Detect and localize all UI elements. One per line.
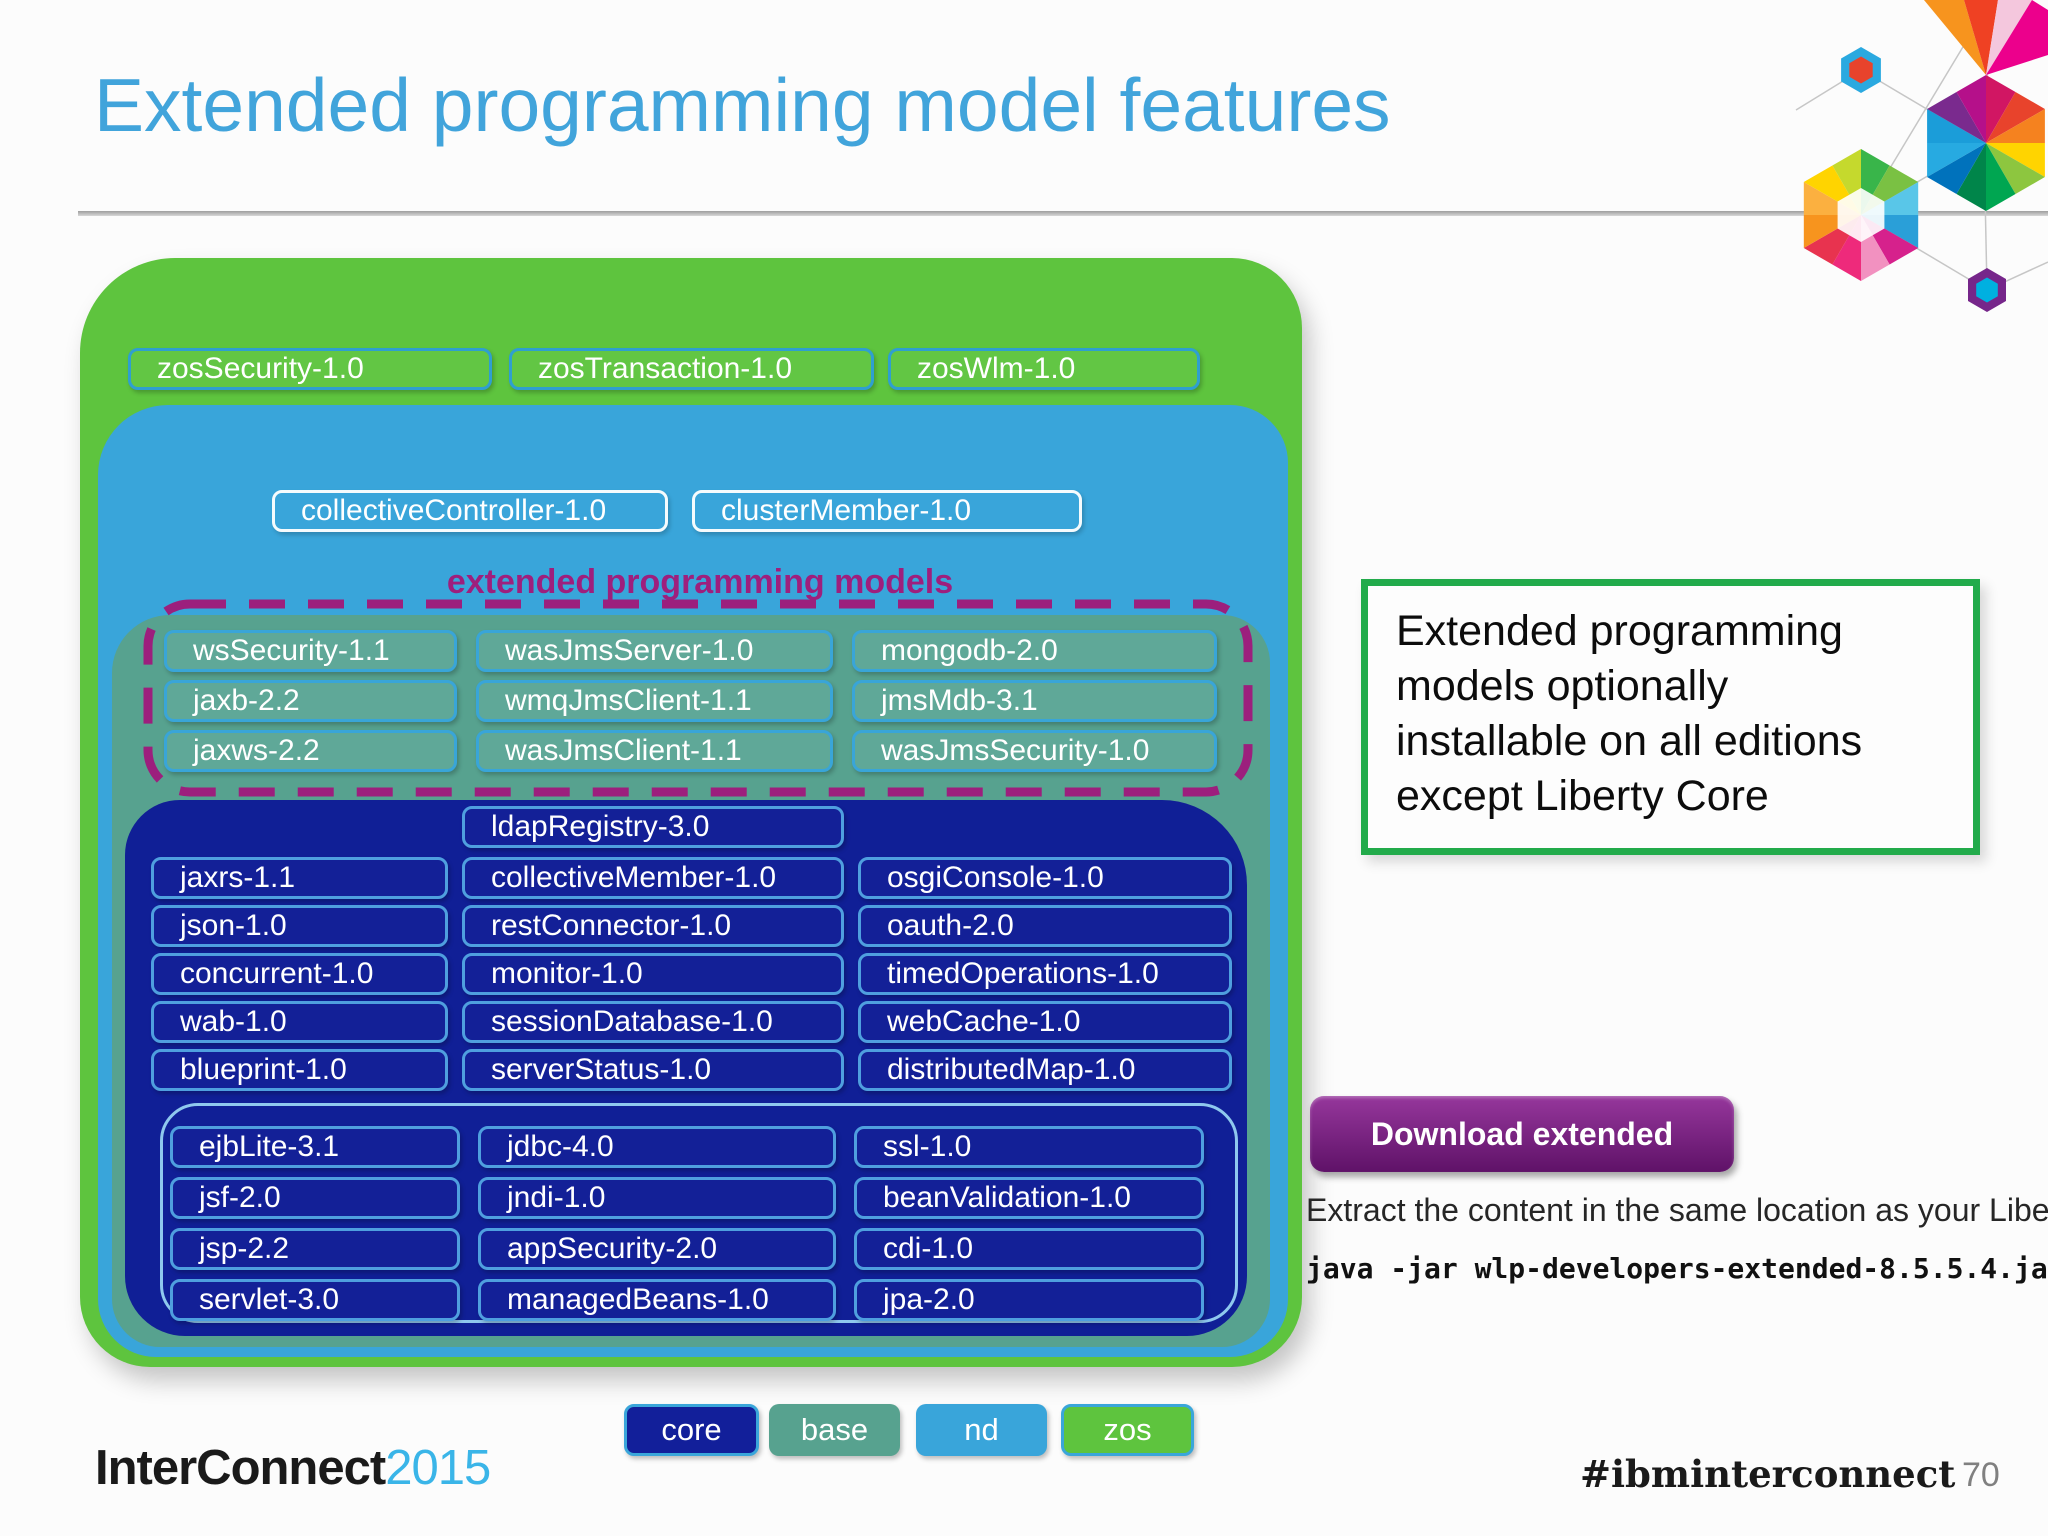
- feature-pill: jpa-2.0: [854, 1279, 1204, 1321]
- feature-pill: jmsMdb-3.1: [852, 680, 1217, 722]
- feature-pill: jsp-2.2: [170, 1228, 460, 1270]
- feature-pill: oauth-2.0: [858, 905, 1232, 947]
- core-edition-box: [160, 1103, 1238, 1323]
- feature-pill: wmqJmsClient-1.1: [476, 680, 833, 722]
- base-features-grid: jaxrs-1.1 collectiveMember-1.0 osgiConso…: [151, 857, 1232, 1091]
- feature-pill: osgiConsole-1.0: [858, 857, 1232, 899]
- feature-pill: restConnector-1.0: [462, 905, 844, 947]
- feature-pill: ssl-1.0: [854, 1126, 1204, 1168]
- event-logo-graphic: [1795, 0, 2048, 312]
- feature-pill: concurrent-1.0: [151, 953, 448, 995]
- feature-pill: zosTransaction-1.0: [509, 348, 874, 390]
- feature-pill: wasJmsSecurity-1.0: [852, 730, 1217, 772]
- feature-pill: jndi-1.0: [478, 1177, 836, 1219]
- legend-zos: zos: [1061, 1404, 1194, 1456]
- interconnect-logo: InterConnect2015: [95, 1440, 491, 1496]
- feature-pill: wasJmsServer-1.0: [476, 630, 833, 672]
- page-number: 70: [1962, 1456, 2000, 1494]
- brand-name: InterConnect: [95, 1441, 386, 1495]
- java-command-text: java -jar wlp-developers-extended-8.5.5.…: [1306, 1252, 2048, 1285]
- core-features-grid: ejbLite-3.1 jdbc-4.0 ssl-1.0 jsf-2.0 jnd…: [170, 1126, 1204, 1321]
- extended-models-label: extended programming models: [446, 563, 954, 601]
- brand-year: 2015: [385, 1441, 491, 1495]
- feature-pill: webCache-1.0: [858, 1001, 1232, 1043]
- feature-pill: jaxws-2.2: [164, 730, 457, 772]
- feature-pill: jdbc-4.0: [478, 1126, 836, 1168]
- extended-models-callout: Extended programming models optionally i…: [1361, 579, 1980, 855]
- feature-pill: appSecurity-2.0: [478, 1228, 836, 1270]
- event-hashtag: #ibminterconnect: [1580, 1452, 1956, 1496]
- page-title: Extended programming model features: [94, 63, 1391, 147]
- feature-pill: collectiveMember-1.0: [462, 857, 844, 899]
- feature-pill: serverStatus-1.0: [462, 1049, 844, 1091]
- download-extended-button[interactable]: Download extended: [1310, 1096, 1734, 1172]
- feature-pill: timedOperations-1.0: [858, 953, 1232, 995]
- feature-pill: clusterMember-1.0: [692, 490, 1082, 532]
- feature-pill: collectiveController-1.0: [272, 490, 668, 532]
- feature-pill: jaxb-2.2: [164, 680, 457, 722]
- title-underline: [78, 211, 2048, 216]
- extended-models-dashed-outline: [143, 599, 1253, 797]
- legend-core: core: [624, 1404, 759, 1456]
- feature-pill: wasJmsClient-1.1: [476, 730, 833, 772]
- feature-pill: mongodb-2.0: [852, 630, 1217, 672]
- feature-pill: zosSecurity-1.0: [128, 348, 492, 390]
- feature-pill: ejbLite-3.1: [170, 1126, 460, 1168]
- extract-instruction-text: Extract the content in the same location…: [1306, 1192, 2048, 1228]
- feature-pill: monitor-1.0: [462, 953, 844, 995]
- feature-pill: cdi-1.0: [854, 1228, 1204, 1270]
- feature-pill: ldapRegistry-3.0: [462, 806, 844, 848]
- feature-pill: json-1.0: [151, 905, 448, 947]
- feature-pill: wab-1.0: [151, 1001, 448, 1043]
- feature-pill: jaxrs-1.1: [151, 857, 448, 899]
- feature-pill: beanValidation-1.0: [854, 1177, 1204, 1219]
- feature-pill: distributedMap-1.0: [858, 1049, 1232, 1091]
- legend-nd: nd: [916, 1404, 1047, 1456]
- feature-pill: servlet-3.0: [170, 1279, 460, 1321]
- legend-base: base: [769, 1404, 900, 1456]
- feature-pill: jsf-2.0: [170, 1177, 460, 1219]
- extended-features-grid: wsSecurity-1.1 wasJmsServer-1.0 mongodb-…: [164, 630, 1217, 772]
- feature-pill: blueprint-1.0: [151, 1049, 448, 1091]
- feature-pill: wsSecurity-1.1: [164, 630, 457, 672]
- feature-pill: managedBeans-1.0: [478, 1279, 836, 1321]
- feature-pill: sessionDatabase-1.0: [462, 1001, 844, 1043]
- feature-pill: zosWlm-1.0: [888, 348, 1200, 390]
